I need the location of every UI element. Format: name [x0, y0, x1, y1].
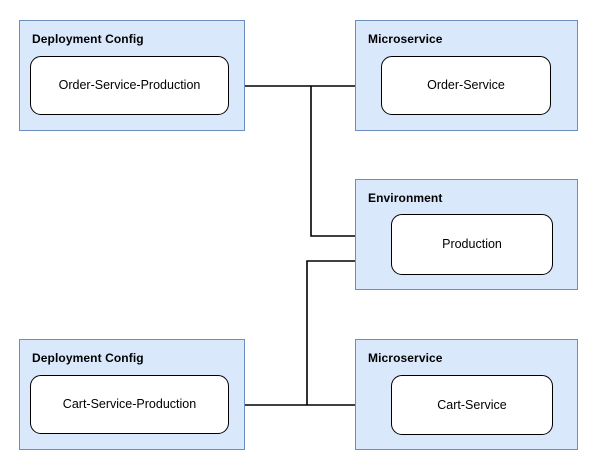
node-label-production: Production	[442, 237, 502, 251]
node-label-cart-service-production: Cart-Service-Production	[62, 397, 197, 411]
group-label-deployment-config-cart: Deployment Config	[32, 351, 144, 365]
group-label-environment-production: Environment	[368, 191, 443, 205]
node-label-order-service-production: Order-Service-Production	[58, 78, 201, 92]
group-label-deployment-config-order: Deployment Config	[32, 32, 144, 46]
node-order-service[interactable]: Order-Service	[381, 56, 551, 115]
node-cart-service-production[interactable]: Cart-Service-Production	[30, 375, 229, 434]
node-cart-service[interactable]: Cart-Service	[391, 375, 553, 435]
node-production[interactable]: Production	[391, 214, 553, 275]
node-label-order-service: Order-Service	[427, 78, 505, 92]
node-order-service-production[interactable]: Order-Service-Production	[30, 56, 229, 115]
node-label-cart-service: Cart-Service	[437, 397, 507, 412]
group-label-microservice-cart: Microservice	[368, 351, 443, 365]
group-label-microservice-order: Microservice	[368, 32, 443, 46]
